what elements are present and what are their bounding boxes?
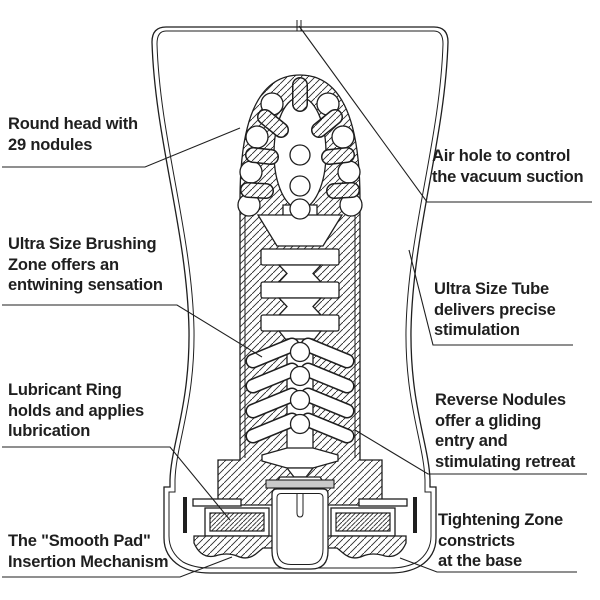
leader-ultra-tube xyxy=(408,249,573,346)
label-lubricant-ring: Lubricant Ring holds and applies lubrica… xyxy=(8,381,144,440)
leader-round-head xyxy=(2,127,241,168)
label-air-hole: Air hole to control the vacuum suction xyxy=(432,147,584,186)
label-ultra-tube: Ultra Size Tube delivers precise stimula… xyxy=(434,280,556,339)
air-channel-holes xyxy=(289,144,311,435)
leader-lines xyxy=(2,25,592,578)
round-head-channel xyxy=(237,77,363,247)
right-clip xyxy=(413,497,417,533)
base-mechanism xyxy=(183,488,417,570)
tightening-zone xyxy=(261,447,339,489)
label-round-head: Round head with 29 nodules xyxy=(8,115,138,154)
label-reverse-nodules: Reverse Nodules offer a gliding entry an… xyxy=(435,391,576,471)
label-brushing-zone: Ultra Size Brushing Zone offers an entwi… xyxy=(8,235,163,294)
reverse-nodule-teeth xyxy=(245,337,355,444)
leader-smooth-pad xyxy=(2,556,233,578)
leader-reverse xyxy=(354,429,587,475)
leader-tightening xyxy=(399,557,577,573)
leader-air-hole xyxy=(298,25,592,203)
leader-lubricant xyxy=(2,446,231,521)
label-tightening-zone: Tightening Zone constricts at the base xyxy=(438,511,564,570)
label-smooth-pad: The "Smooth Pad" Insertion Mechanism xyxy=(8,532,169,571)
insertion-tube xyxy=(271,488,329,570)
leader-brushing xyxy=(2,304,263,358)
brushing-zone-ribs xyxy=(260,248,340,342)
air-hole-icon xyxy=(296,20,302,31)
left-clip xyxy=(183,497,187,533)
head-nodule-teeth xyxy=(240,77,360,199)
